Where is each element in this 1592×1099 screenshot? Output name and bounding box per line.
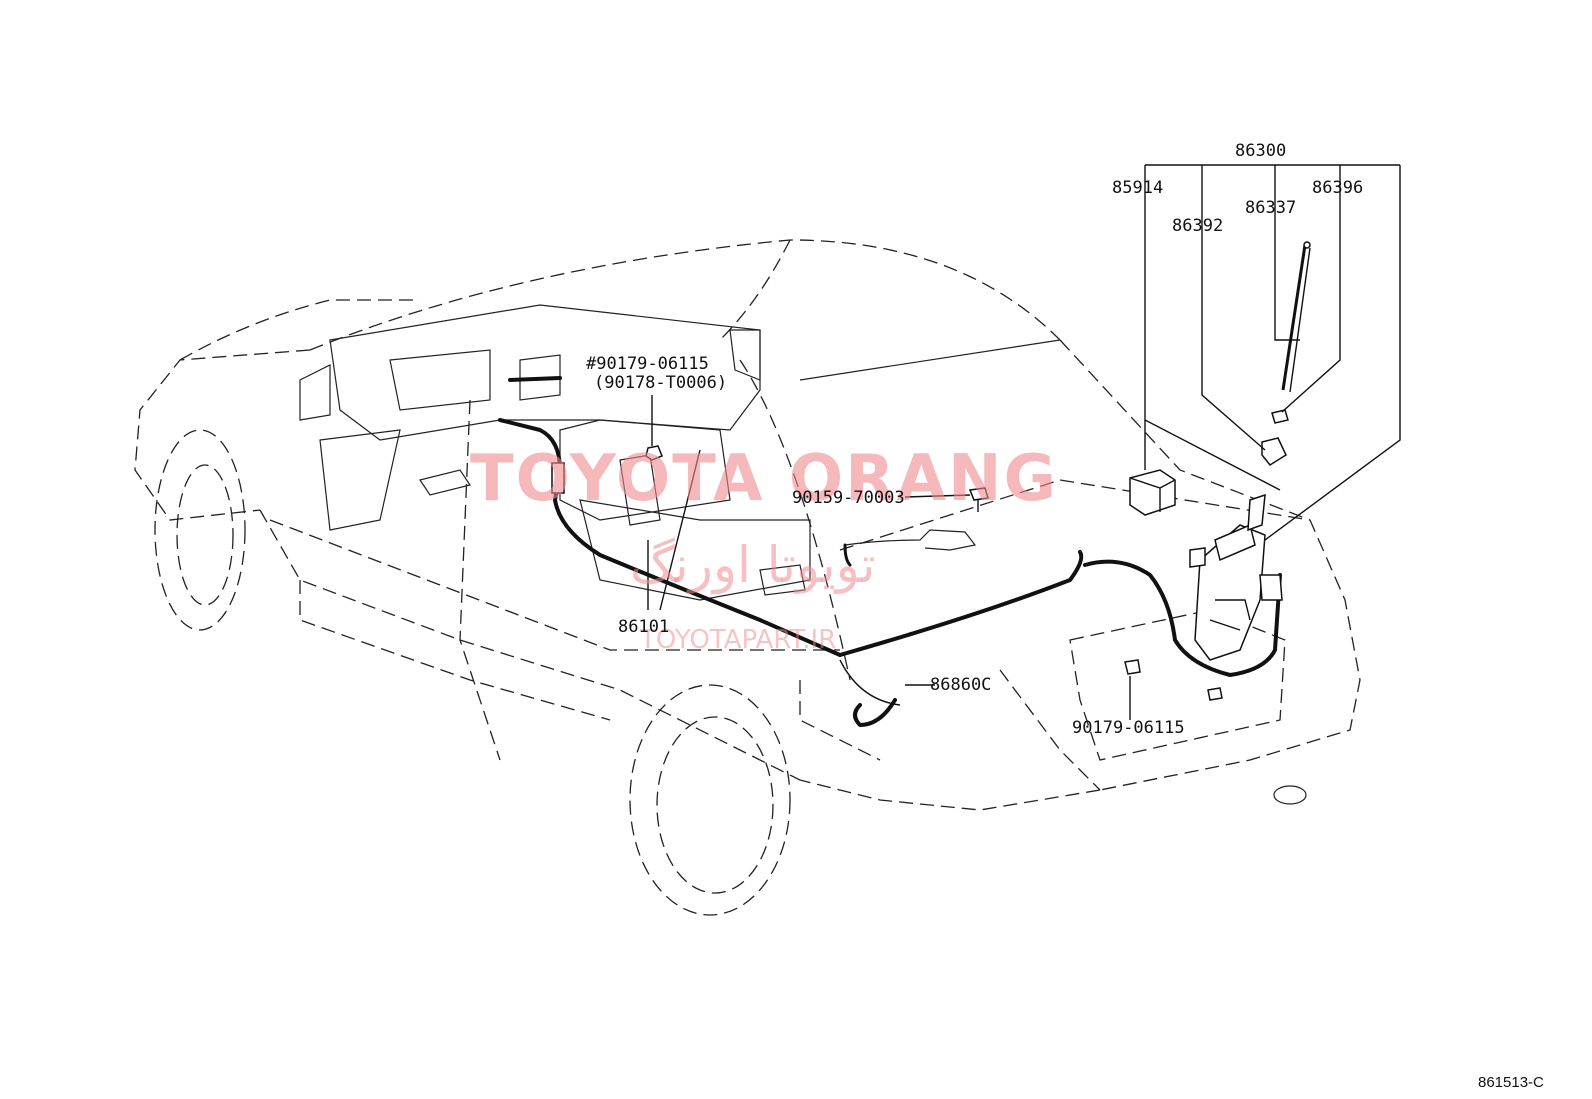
connector-box <box>843 529 977 567</box>
car-body-outline <box>134 239 1361 916</box>
label-clip-marked: #90179-06115 <box>586 354 709 374</box>
antenna-motor-assembly <box>1189 241 1311 661</box>
label-86396: 86396 <box>1312 178 1363 198</box>
label-86300: 86300 <box>1235 141 1286 161</box>
callout-leaders <box>647 164 1401 720</box>
amplifier-85914 <box>1129 469 1176 516</box>
label-bolt: 90159-70003 <box>792 488 905 508</box>
watermark-brand: TOYOTA ORANG <box>470 442 1058 516</box>
diagram-reference: 861513-C <box>1478 1074 1544 1091</box>
label-rear-nut: 90179-06115 <box>1072 718 1185 738</box>
label-86337: 86337 <box>1245 198 1296 218</box>
watermark-arabic: تویوتا اورنگ <box>630 536 875 595</box>
watermark: TOYOTA ORANG تویوتا اورنگ TOYOTAPART.IR <box>470 442 1058 655</box>
antenna-cord <box>498 376 1282 677</box>
clip-90179-06115-front <box>645 445 663 461</box>
watermark-url: TOYOTAPART.IR <box>639 625 836 655</box>
label-86101: 86101 <box>618 617 669 637</box>
nut-90179-06115-rear <box>1124 659 1223 701</box>
callout-labels: 86300 85914 86396 86337 86392 #90179-061… <box>586 141 1544 1091</box>
bolt-90159-70003 <box>968 487 989 512</box>
label-85914: 85914 <box>1112 178 1163 198</box>
label-clip-alt: (90178-T0006) <box>594 373 727 393</box>
interior-outline <box>299 304 1061 601</box>
label-86392: 86392 <box>1172 216 1223 236</box>
label-86860c: 86860C <box>930 675 991 695</box>
harness-86860c <box>839 659 901 727</box>
